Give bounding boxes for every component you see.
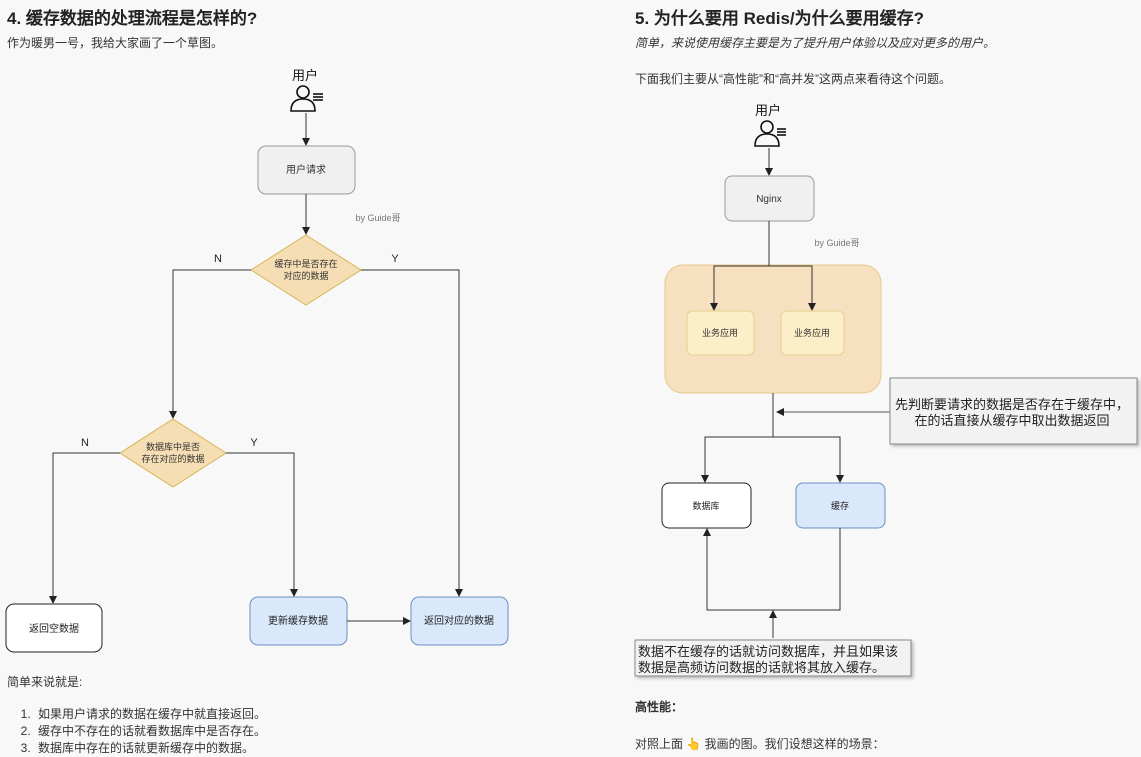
app-box: 业务应用 — [780, 310, 845, 356]
branch-no-label: N — [81, 437, 89, 449]
svg-text:Nginx: Nginx — [756, 194, 782, 205]
return-data-box: 返回对应的数据 — [410, 596, 509, 646]
connector — [49, 452, 120, 604]
intro-italic-text: 简单，来说使用缓存主要是为了提升用户体验以及应对更多的用户。 — [635, 36, 996, 50]
cache-architecture-diagram: 用户 Nginx by Guide哥 业务应用 业务应用 — [634, 103, 1138, 677]
list-item: 数据库中存在的话就更新缓存中的数据。 — [34, 740, 266, 757]
svg-text:数据库中是否: 数据库中是否 — [146, 441, 200, 452]
svg-text:用户请求: 用户请求 — [286, 163, 326, 176]
intro-text: 作为暖男一号，我给大家画了一个草图。 — [7, 36, 224, 50]
svg-text:更新缓存数据: 更新缓存数据 — [268, 614, 328, 627]
svg-text:返回空数据: 返回空数据 — [29, 622, 79, 635]
svg-text:数据库: 数据库 — [692, 500, 719, 511]
decision-db-exists: 数据库中是否 存在对应的数据 — [119, 418, 227, 488]
connector — [706, 528, 841, 611]
app-box: 业务应用 — [686, 310, 755, 356]
branch-no-label: N — [214, 253, 222, 265]
intro-text: 下面我们主要从“高性能”和“高并发”这两点来看待这个问题。 — [635, 72, 951, 86]
connector — [226, 452, 298, 597]
svg-text:返回对应的数据: 返回对应的数据 — [424, 614, 494, 627]
user-icon — [754, 120, 786, 147]
cache-flow-diagram: 用户 用户请求 by Guide哥 缓存中是否存在 对应的数据 N Y — [5, 68, 509, 653]
request-box: 用户请求 — [257, 145, 356, 195]
user-label: 用户 — [755, 103, 781, 118]
branch-yes-label: Y — [250, 437, 258, 449]
connector — [169, 269, 251, 419]
note-cache-line: 先判断要请求的数据是否存在于缓存中， — [895, 397, 1129, 412]
note-db-line: 数据是高频访问数据的话就将其放入缓存。 — [638, 660, 885, 675]
note-db-line: 数据不在缓存的话就访问数据库，并且如果该 — [638, 644, 898, 659]
scenario-text: 对照上面 👆 我画的图。我们设想这样的场景： — [635, 737, 885, 751]
section-why-cache: 5. 为什么要用 Redis/为什么要用缓存? 简单，来说使用缓存主要是为了提升… — [620, 0, 1141, 756]
branch-yes-label: Y — [391, 253, 399, 265]
connector — [713, 265, 813, 310]
summary-list: 如果用户请求的数据在缓存中就直接返回。 缓存中不存在的话就看数据库中是否存在。 … — [14, 706, 266, 757]
list-item: 缓存中不存在的话就看数据库中是否存在。 — [34, 723, 266, 740]
list-item: 如果用户请求的数据在缓存中就直接返回。 — [34, 706, 266, 723]
svg-text:对应的数据: 对应的数据 — [283, 270, 328, 281]
credit-text: by Guide哥 — [814, 238, 859, 248]
credit-text: by Guide哥 — [355, 213, 400, 223]
pointing-up-icon: 👆 — [686, 737, 702, 751]
return-empty-box: 返回空数据 — [5, 603, 103, 653]
high-performance-label: 高性能： — [635, 700, 684, 714]
decision-cache-exists: 缓存中是否存在 对应的数据 — [250, 234, 362, 306]
svg-text:缓存: 缓存 — [831, 500, 849, 511]
note-cache-line: 在的话直接从缓存中取出数据返回 — [914, 413, 1109, 428]
summary-intro: 简单来说就是: — [7, 675, 83, 689]
section-cache-flow: 4. 缓存数据的处理流程是怎样的? 作为暖男一号，我给大家画了一个草图。 用户 … — [0, 0, 560, 756]
nginx-box: Nginx — [724, 175, 815, 222]
connector — [704, 436, 841, 482]
user-label: 用户 — [292, 68, 318, 83]
section-heading: 5. 为什么要用 Redis/为什么要用缓存? — [635, 9, 925, 28]
note-cache-check — [889, 377, 1138, 445]
svg-text:存在对应的数据: 存在对应的数据 — [141, 453, 204, 464]
note-db-fallback — [634, 639, 912, 677]
cache-box: 缓存 — [795, 482, 886, 529]
update-cache-box: 更新缓存数据 — [249, 596, 348, 646]
user-icon — [290, 85, 323, 112]
section-heading: 4. 缓存数据的处理流程是怎样的? — [7, 9, 258, 28]
svg-text:业务应用: 业务应用 — [794, 327, 830, 338]
database-box: 数据库 — [661, 482, 752, 529]
svg-text:缓存中是否存在: 缓存中是否存在 — [274, 258, 337, 269]
svg-text:业务应用: 业务应用 — [702, 327, 738, 338]
connector — [361, 269, 463, 597]
